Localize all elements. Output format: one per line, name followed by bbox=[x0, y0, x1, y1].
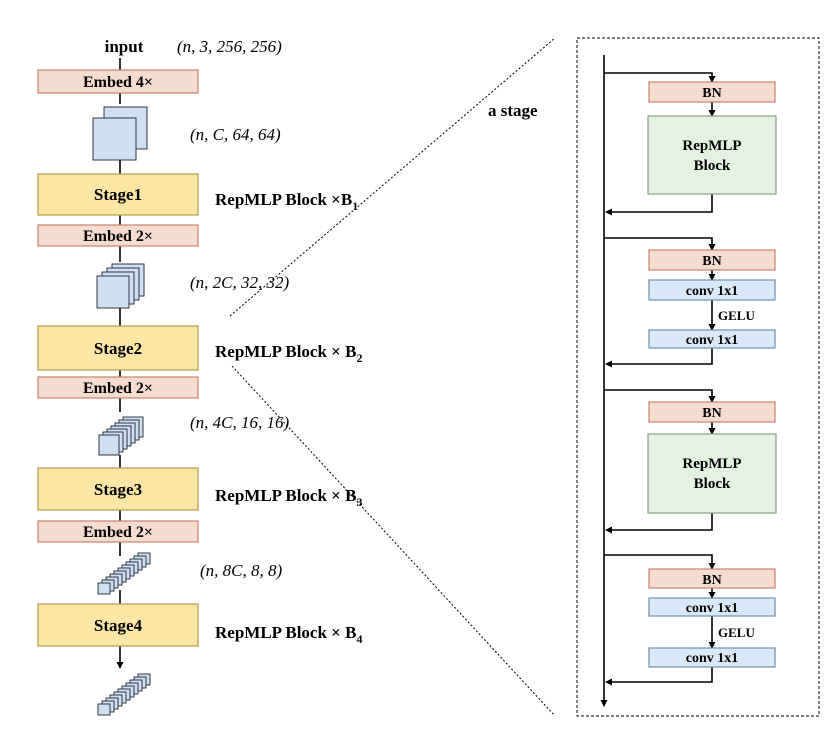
tensor-shape-4: (n, 8C, 8, 8) bbox=[200, 561, 283, 580]
tensor-shape-3: (n, 4C, 16, 16) bbox=[190, 413, 290, 432]
repmlp-block-box: RepMLP Block bbox=[647, 115, 777, 195]
conv-box: conv 1x1 bbox=[648, 597, 776, 617]
stage-label: Stage2 bbox=[94, 339, 142, 358]
embed-label: Embed 2× bbox=[83, 524, 153, 541]
bn-box: BN bbox=[648, 81, 776, 103]
feature-map-layer bbox=[97, 703, 111, 716]
bn-box: BN bbox=[648, 249, 776, 271]
conv-box: conv 1x1 bbox=[648, 647, 776, 668]
conv-label: conv 1x1 bbox=[686, 284, 739, 299]
feature-map-stack-3 bbox=[98, 416, 144, 456]
input-label: input bbox=[105, 37, 144, 56]
stage-desc-1: RepMLP Block ×B1 bbox=[215, 190, 358, 213]
gelu-label: GELU bbox=[718, 625, 755, 640]
embed-label: Embed 4× bbox=[83, 74, 153, 91]
feature-map-layer bbox=[96, 275, 130, 309]
conv-box: conv 1x1 bbox=[648, 329, 776, 349]
gelu-label: GELU bbox=[718, 308, 755, 323]
conv-box: conv 1x1 bbox=[648, 279, 776, 301]
stage-detail-title: a stage bbox=[488, 101, 538, 120]
feature-map-stack-1 bbox=[92, 106, 148, 161]
stage-label: Stage1 bbox=[94, 185, 142, 204]
repmlp-label-line1: RepMLP bbox=[682, 456, 741, 472]
bn-label: BN bbox=[702, 406, 721, 421]
embed-label: Embed 2× bbox=[83, 380, 153, 397]
residual-block-ffn-1 bbox=[604, 237, 716, 368]
residual-block-repmlp-2 bbox=[604, 389, 716, 534]
tensor-shape-1: (n, C, 64, 64) bbox=[190, 125, 281, 144]
stage-block-4: Stage4 bbox=[37, 603, 199, 647]
stage-detail-panel: BN RepMLP Block BN conv 1x1 GELU conv 1x… bbox=[576, 37, 820, 717]
repmlp-label-line2: Block bbox=[694, 158, 731, 174]
stage-desc-4: RepMLP Block × B4 bbox=[215, 623, 362, 646]
stage-label: Stage3 bbox=[94, 480, 142, 499]
stage-desc-2: RepMLP Block × B2 bbox=[215, 342, 362, 365]
feature-map-stack-4 bbox=[97, 552, 151, 595]
residual-block-ffn-2 bbox=[604, 554, 716, 686]
bn-box: BN bbox=[648, 568, 776, 589]
stage-label: Stage4 bbox=[94, 616, 143, 635]
input-shape: (n, 3, 256, 256) bbox=[177, 37, 282, 56]
feature-map-cubes bbox=[92, 106, 151, 716]
embed-label: Embed 2× bbox=[83, 228, 153, 245]
stage-block-3: Stage3 bbox=[37, 467, 199, 511]
feature-map-layer bbox=[98, 434, 120, 456]
tensor-shape-2: (n, 2C, 32, 32) bbox=[190, 273, 290, 292]
feature-map-layer bbox=[92, 117, 137, 161]
conv-label: conv 1x1 bbox=[686, 601, 739, 616]
bn-label: BN bbox=[702, 86, 721, 101]
repmlp-label-line1: RepMLP bbox=[682, 138, 741, 154]
stage-detail-frame bbox=[576, 37, 820, 717]
left-column: input (n, 3, 256, 256) Embed 4× Embed 2× bbox=[37, 37, 362, 716]
conv-label: conv 1x1 bbox=[686, 333, 739, 348]
feature-map-stack-5 bbox=[97, 673, 151, 716]
bn-box: BN bbox=[648, 401, 776, 423]
repmlp-block-box: RepMLP Block bbox=[647, 433, 777, 514]
bn-label: BN bbox=[702, 573, 721, 588]
bn-label: BN bbox=[702, 254, 721, 269]
feature-map-layer bbox=[97, 582, 111, 595]
embed-block-1: Embed 4× bbox=[37, 69, 199, 94]
embed-block-3: Embed 2× bbox=[37, 376, 199, 399]
residual-block-repmlp-1 bbox=[604, 72, 716, 216]
embed-block-2: Embed 2× bbox=[37, 224, 199, 247]
embed-block-4: Embed 2× bbox=[37, 520, 199, 543]
stage-block-2: Stage2 bbox=[37, 325, 199, 371]
stage-desc-3: RepMLP Block × B3 bbox=[215, 486, 362, 509]
stage-block-1: Stage1 bbox=[37, 173, 199, 216]
repmlp-label-line2: Block bbox=[694, 476, 731, 492]
feature-map-stack-2 bbox=[96, 263, 145, 309]
zoom-guide-lines bbox=[229, 37, 556, 717]
conv-label: conv 1x1 bbox=[686, 651, 739, 666]
